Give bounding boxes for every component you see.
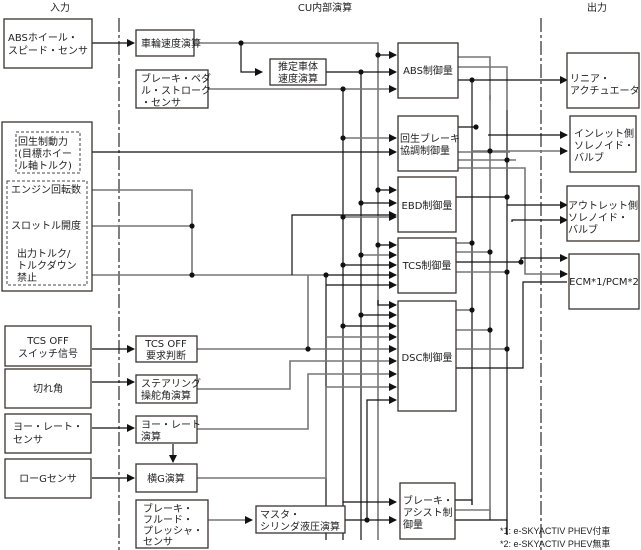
- svg-text:TCS OFF: TCS OFF: [26, 336, 69, 347]
- svg-text:シリンダ液圧演算: シリンダ液圧演算: [260, 520, 340, 533]
- svg-text:DSC制御量: DSC制御量: [401, 351, 452, 364]
- svg-text:TCS制御量: TCS制御量: [402, 259, 452, 272]
- input-throttle-opening: スロットル開度: [11, 219, 81, 232]
- input-regen-braking-force: 回生制動力 (目標ホイー ル軸トルク): [15, 131, 81, 174]
- control-brake-assist: ブレーキ・ アシスト制 御量: [399, 482, 456, 540]
- svg-text:リニア・: リニア・: [570, 74, 610, 85]
- input-group-powertrain: 回生制動力 (目標ホイー ル軸トルク) エンジン回転数 スロットル開度 出力トル…: [1, 121, 93, 292]
- svg-text:ステアリング: ステアリング: [141, 377, 201, 390]
- calc-tcs-off-request: TCS OFF 要求判断: [135, 335, 198, 363]
- output-inlet-solenoid-valve: インレット側 ソレノイド・ バルブ: [569, 115, 637, 173]
- svg-text:演算: 演算: [141, 430, 161, 443]
- calc-brake-fluid-pressure-sensor: ブレーキ・ フルード・ プレッシャ・ センサ: [135, 499, 209, 549]
- output-linear-actuator: リニア・ アクチュエータ: [566, 52, 640, 109]
- svg-text:ヨー・レート: ヨー・レート: [141, 420, 201, 431]
- signal-lines: [92, 39, 568, 540]
- svg-text:ABSホイール・: ABSホイール・: [8, 32, 78, 44]
- control-regen-brake-coordination: 回生ブレーキ 協調制御量: [397, 115, 460, 172]
- svg-text:ABS制御量: ABS制御量: [403, 64, 453, 77]
- footnote-1: *1: e-SKYACTIV PHEV付車: [500, 525, 610, 536]
- svg-text:推定車体: 推定車体: [278, 60, 318, 73]
- svg-text:バルブ: バルブ: [574, 151, 604, 164]
- svg-text:要求判断: 要求判断: [146, 349, 186, 362]
- svg-text:協調制御量: 協調制御量: [400, 144, 450, 157]
- svg-text:マスタ・: マスタ・: [260, 509, 300, 521]
- svg-text:TCS OFF: TCS OFF: [144, 339, 187, 350]
- control-dsc: DSC制御量: [397, 300, 457, 412]
- svg-text:ル・ストローク: ル・ストローク: [141, 85, 211, 97]
- svg-text:(目標ホイー: (目標ホイー: [18, 147, 72, 160]
- svg-text:ブレーキ・ペダ: ブレーキ・ペダ: [141, 72, 211, 85]
- header-input: 入力: [50, 1, 70, 14]
- svg-text:ル軸トルク): ル軸トルク): [18, 159, 72, 172]
- calc-yaw-rate: ヨー・レート 演算: [135, 415, 201, 444]
- svg-text:ソレノイド・: ソレノイド・: [574, 141, 634, 152]
- input-steering-angle: 切れ角: [4, 368, 92, 409]
- svg-text:車輪速度演算: 車輪速度演算: [141, 37, 201, 50]
- svg-text:EBD制御量: EBD制御量: [402, 199, 453, 212]
- svg-text:センサ: センサ: [13, 434, 43, 446]
- svg-text:回生ブレーキ: 回生ブレーキ: [400, 132, 460, 145]
- svg-text:ソレノイド・: ソレノイド・: [568, 213, 628, 224]
- svg-text:・センサ: ・センサ: [141, 97, 181, 109]
- junction-dots: [189, 40, 524, 523]
- svg-text:ローGセンサ: ローGセンサ: [19, 473, 77, 485]
- control-tcs: TCS制御量: [397, 237, 457, 294]
- svg-text:スイッチ信号: スイッチ信号: [18, 348, 78, 360]
- svg-text:アクチュエータ: アクチュエータ: [570, 85, 640, 97]
- input-yaw-rate-sensor: ヨー・レート・ センサ: [4, 413, 92, 454]
- svg-text:出力トルク/: 出力トルク/: [17, 247, 71, 260]
- svg-text:フルード・: フルード・: [143, 515, 193, 526]
- input-output-torque: 出力トルク/ トルクダウン 禁止: [17, 247, 77, 284]
- svg-text:御量: 御量: [403, 518, 423, 531]
- svg-text:トルクダウン: トルクダウン: [17, 259, 77, 272]
- control-ebd: EBD制御量: [397, 176, 457, 233]
- control-abs: ABS制御量: [397, 42, 459, 99]
- header-internal-calculation: CU内部演算: [298, 1, 352, 14]
- svg-text:速度演算: 速度演算: [278, 72, 318, 85]
- footnote-2: *2: e-SKYACTIV PHEV無車: [500, 538, 610, 549]
- svg-text:ヨー・レート・: ヨー・レート・: [13, 422, 83, 433]
- output-outlet-solenoid-valve: アウトレット側 ソレノイド・ バルブ: [566, 185, 640, 242]
- calc-brake-pedal-stroke-sensor: ブレーキ・ペダ ル・ストローク ・センサ: [135, 69, 211, 109]
- svg-text:禁止: 禁止: [17, 272, 37, 284]
- svg-text:センサ: センサ: [143, 536, 173, 548]
- svg-text:バルブ: バルブ: [568, 223, 598, 236]
- svg-text:アウトレット側: アウトレット側: [568, 199, 638, 212]
- svg-text:ECM*1/PCM*2: ECM*1/PCM*2: [569, 277, 639, 288]
- calc-wheel-speed: 車輪速度演算: [135, 29, 201, 57]
- svg-text:インレット側: インレット側: [574, 127, 634, 140]
- svg-text:スピード・センサ: スピード・センサ: [8, 45, 88, 57]
- input-abs-wheel-speed-sensor: ABSホイール・ スピード・センサ: [3, 18, 93, 69]
- svg-text:横G演算: 横G演算: [147, 472, 185, 485]
- input-engine-speed: エンジン回転数: [11, 183, 81, 196]
- svg-text:ブレーキ・: ブレーキ・: [143, 502, 193, 515]
- output-ecm-pcm: ECM*1/PCM*2: [568, 253, 640, 310]
- svg-text:プレッシャ・: プレッシャ・: [143, 525, 203, 537]
- svg-text:ブレーキ・: ブレーキ・: [403, 494, 453, 507]
- calc-lateral-g: 横G演算: [135, 463, 198, 493]
- svg-text:切れ角: 切れ角: [33, 383, 63, 395]
- calc-steering-angle: ステアリング 操舵角演算: [135, 374, 201, 404]
- input-low-g-sensor: ローGセンサ: [4, 458, 92, 499]
- header-output: 出力: [587, 1, 607, 14]
- svg-text:操舵角演算: 操舵角演算: [141, 389, 191, 402]
- calc-master-cylinder-pressure: マスタ・ シリンダ液圧演算: [255, 505, 346, 534]
- calc-estimated-vehicle-speed: 推定車体 速度演算: [269, 58, 327, 86]
- input-tcs-off-switch: TCS OFF スイッチ信号: [4, 325, 92, 367]
- svg-text:回生制動力: 回生制動力: [18, 135, 68, 148]
- svg-text:アシスト制: アシスト制: [403, 506, 453, 519]
